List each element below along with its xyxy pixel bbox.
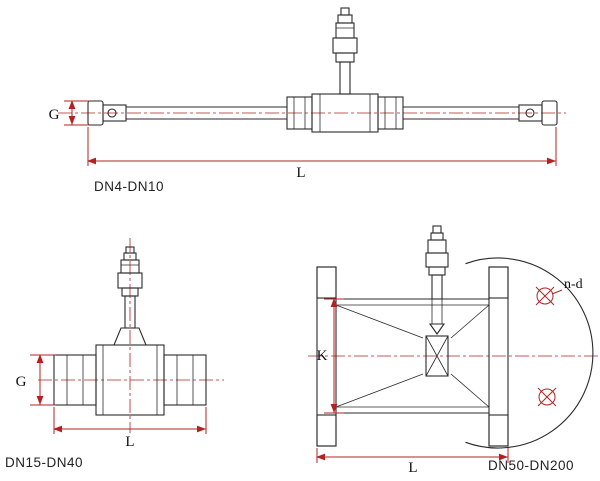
top-dimension-l: L xyxy=(87,127,557,181)
view-label-dn4-dn10: DN4-DN10 xyxy=(94,179,164,194)
sensor-stack-dn15 xyxy=(113,246,147,346)
br-dimension-l: L xyxy=(316,448,509,476)
bolt-hole-bottom xyxy=(537,387,557,407)
br-l-label: L xyxy=(408,460,417,476)
flange-end-circle: n-d xyxy=(465,257,594,449)
view-dn4-dn10: G L DN4-DN10 xyxy=(49,7,566,194)
top-dimension-g: G xyxy=(49,100,90,126)
view-label-dn50-dn200: DN50-DN200 xyxy=(488,458,574,473)
bl-l-label: L xyxy=(125,434,134,450)
br-nd-label: n-d xyxy=(564,277,583,292)
bl-g-label: G xyxy=(16,374,27,390)
bolt-hole-top xyxy=(535,286,555,306)
br-dimension-k: K xyxy=(317,298,344,414)
br-k-label: K xyxy=(317,348,328,364)
meter-body-dn15 xyxy=(53,344,207,416)
sensor-stack-dn50 xyxy=(425,225,449,335)
nd-leader-line xyxy=(551,289,563,295)
top-g-label: G xyxy=(49,107,60,123)
bl-dimension-g: G xyxy=(16,354,56,406)
meter-body-dn50 xyxy=(316,266,509,447)
sensor-stack-dn4 xyxy=(332,7,358,95)
view-label-dn15-dn40: DN15-DN40 xyxy=(5,455,83,470)
bl-dimension-l: L xyxy=(53,407,207,450)
view-dn50-dn200: n-d K L DN50-DN200 xyxy=(308,225,598,476)
view-dn15-dn40: G L DN15-DN40 xyxy=(5,238,224,470)
meter-body-dn4 xyxy=(87,93,558,133)
top-l-label: L xyxy=(296,165,305,181)
